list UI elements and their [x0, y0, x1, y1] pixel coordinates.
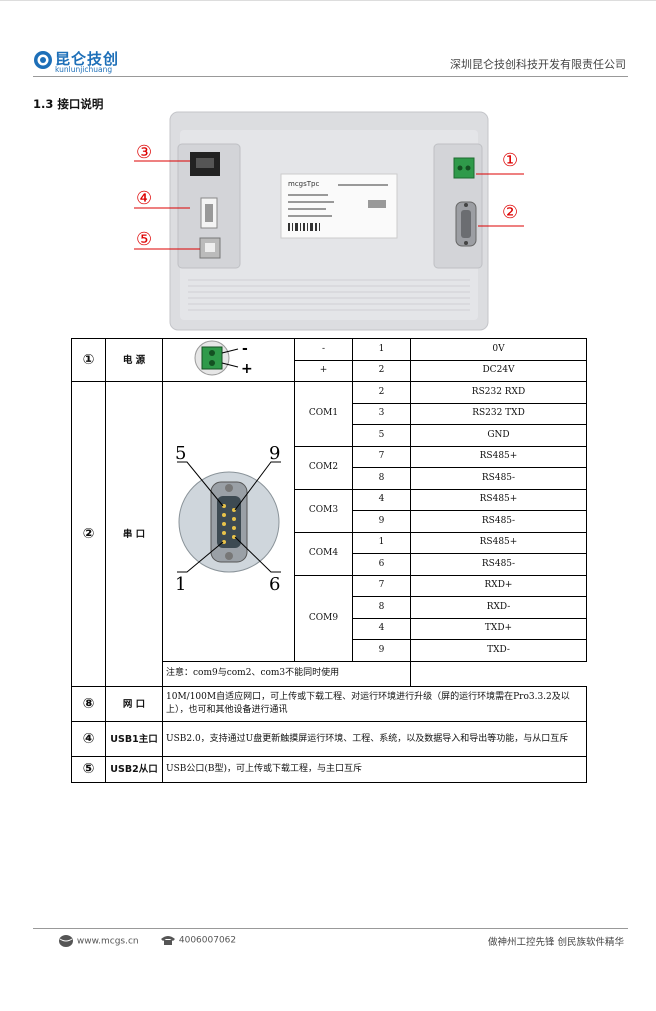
power-minus-sign: - — [242, 341, 248, 357]
usb1-number: ④ — [71, 721, 106, 757]
power-number: ① — [71, 338, 106, 382]
footer-website: www.mcgs.cn — [58, 934, 139, 948]
cell: + — [294, 359, 353, 382]
cell: 8 — [352, 467, 411, 490]
cell: 1 — [352, 531, 411, 554]
usb2-label: USB2从口 — [105, 756, 163, 783]
footer-website-text: www.mcgs.cn — [76, 936, 139, 947]
cell: 7 — [352, 445, 411, 468]
cell: RXD- — [410, 596, 587, 619]
serial-number: ② — [71, 381, 106, 687]
cell: 9 — [352, 510, 411, 533]
section-title: 1.3 接口说明 — [33, 97, 104, 111]
com9-name: COM9 — [294, 574, 353, 662]
footer-divider — [33, 928, 628, 929]
cell: 2 — [352, 359, 411, 382]
callout-2: ② — [502, 202, 518, 223]
serial-note: 注意：com9与com2、com3不能同时使用 — [162, 660, 411, 687]
company-name: 深圳昆仑技创科技开发有限责任公司 — [450, 58, 626, 71]
usb2-description: USB公口(B型)，可上传或下载工程，与主口互斥 — [162, 756, 587, 783]
com4-name: COM4 — [294, 531, 353, 576]
cell: 3 — [352, 402, 411, 425]
pin-5-label: 5 — [175, 444, 186, 464]
cell: GND — [410, 424, 587, 447]
pin-9-label: 9 — [269, 444, 280, 464]
pin-1-label: 1 — [175, 574, 186, 594]
cell: TXD+ — [410, 617, 587, 640]
footer-slogan: 做神州工控先锋 创民族软件精华 — [487, 937, 624, 948]
cell: DC24V — [410, 359, 587, 382]
usb1-label: USB1主口 — [105, 721, 163, 757]
cell: - — [294, 338, 353, 361]
cell: RS485+ — [410, 445, 587, 468]
logo-text-cn: 昆仑技创 — [55, 50, 120, 68]
cell: 4 — [352, 488, 411, 511]
cell: TXD- — [410, 639, 587, 662]
db9-connector-image: 5 9 1 6 — [162, 381, 295, 662]
phone-icon — [161, 936, 175, 945]
cell: 7 — [352, 574, 411, 597]
interface-table: ① 电 源 - + - 1 0V + 2 DC24V ② 串 口 — [71, 338, 587, 783]
net-label: 网 口 — [105, 686, 163, 722]
callout-5: ⑤ — [136, 229, 152, 250]
cell: RS485+ — [410, 531, 587, 554]
power-plus-sign: + — [241, 361, 253, 377]
cell: 1 — [352, 338, 411, 361]
label-brand: mcgsTpc — [288, 180, 319, 188]
pin-6-label: 6 — [269, 574, 280, 594]
com1-name: COM1 — [294, 381, 353, 447]
cell: RXD+ — [410, 574, 587, 597]
cell: RS485- — [410, 553, 587, 576]
footer-phone-text: 4006007062 — [178, 935, 237, 946]
power-terminal-icon: - + — [194, 340, 253, 377]
net-number: ⑧ — [71, 686, 106, 722]
usb1-description: USB2.0，支持通过U盘更新触摸屏运行环境、工程、系统，以及数据导入和导出等功… — [162, 721, 587, 757]
cell: 8 — [352, 596, 411, 619]
cell: RS232 RXD — [410, 381, 587, 404]
callout-3: ③ — [136, 142, 152, 163]
com2-name: COM2 — [294, 445, 353, 490]
cell: 0V — [410, 338, 587, 361]
header-divider — [33, 76, 628, 77]
logo-text-en: kunlunjichuang — [55, 65, 113, 74]
cell: 2 — [352, 381, 411, 404]
callout-1: ① — [502, 150, 518, 171]
cell: RS485+ — [410, 488, 587, 511]
callout-4: ④ — [136, 188, 152, 209]
cell: RS232 TXD — [410, 402, 587, 425]
net-description: 10M/100M自适应网口，可上传或下载工程、对运行环境进行升级（屏的运行环境需… — [162, 686, 587, 722]
serial-label: 串 口 — [105, 381, 163, 687]
db9-connector-icon: 5 9 1 6 — [175, 443, 281, 595]
logo-mark-icon — [34, 51, 52, 69]
company-logo: 昆仑技创 kunlunjichuang — [33, 50, 133, 76]
power-connector-image: - + — [162, 338, 295, 382]
cell: 5 — [352, 424, 411, 447]
cell: 6 — [352, 553, 411, 576]
top-border — [0, 0, 656, 1]
usb2-number: ⑤ — [71, 756, 106, 783]
footer-phone: 4006007062 — [160, 934, 236, 946]
device-back-photo: mcgsTpc ③ ① ④ ② ⑤ — [134, 111, 524, 331]
cell: 4 — [352, 617, 411, 640]
cell: RS485- — [410, 467, 587, 490]
cell: RS485- — [410, 510, 587, 533]
com3-name: COM3 — [294, 488, 353, 533]
cell: 9 — [352, 639, 411, 662]
globe-icon — [59, 935, 73, 947]
power-label: 电 源 — [105, 338, 163, 382]
